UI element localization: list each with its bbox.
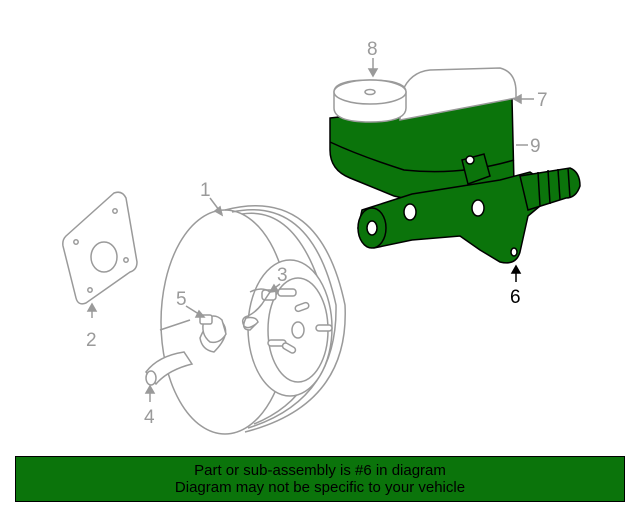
part-6-master-cylinder [329, 97, 581, 264]
callout-4: 4 [144, 407, 155, 428]
callout-6: 6 [510, 287, 521, 308]
banner-line-2: Diagram may not be specific to your vehi… [174, 479, 466, 496]
banner-line-1: Part or sub-assembly is #6 in diagram [194, 462, 446, 479]
callout-2: 2 [86, 330, 97, 351]
part-1-booster [159, 205, 346, 435]
callout-1: 1 [200, 180, 211, 201]
callout-5: 5 [176, 289, 187, 310]
part-7-reservoir [399, 67, 517, 121]
part-5-valve [199, 314, 227, 344]
callout-8: 8 [367, 39, 378, 60]
leader-lines [86, 58, 534, 402]
part-3-clip [241, 288, 272, 329]
callout-7: 7 [537, 90, 548, 111]
part-2-gasket [62, 191, 138, 305]
parts-diagram: 1 2 3 4 5 6 7 8 9 [62, 39, 581, 435]
info-banner: Part or sub-assembly is #6 in diagram Di… [15, 456, 625, 502]
part-8-cap [333, 79, 407, 123]
part-4-hose [145, 351, 194, 386]
callout-3: 3 [277, 265, 288, 286]
callout-9: 9 [530, 136, 541, 157]
